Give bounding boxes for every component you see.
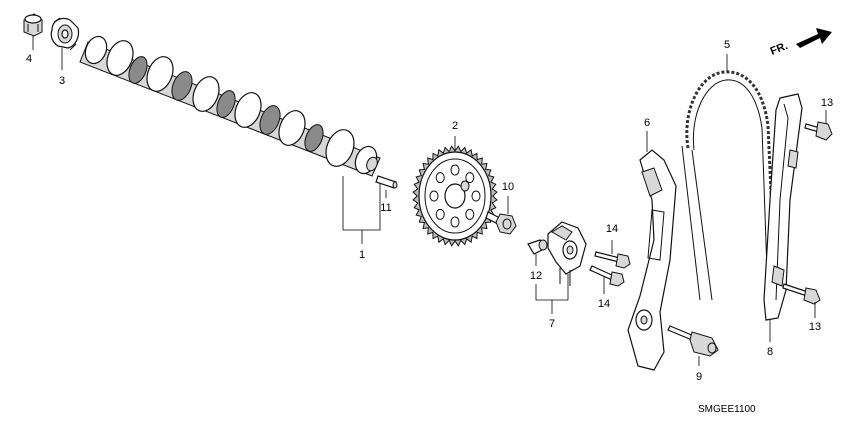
callout-7: 7: [549, 318, 555, 330]
callout-9: 9: [696, 371, 702, 383]
callout-2: 2: [452, 120, 458, 132]
callout-8: 8: [767, 346, 773, 358]
nut-part[interactable]: [23, 13, 43, 37]
callout-1: 1: [359, 249, 365, 261]
sprocket-part[interactable]: [412, 145, 498, 247]
sprocket-hole: [429, 190, 439, 202]
callout-14a: 14: [606, 223, 618, 235]
callout-13a: 13: [821, 97, 833, 109]
sprocket-hole: [450, 216, 460, 228]
callout-4: 4: [26, 53, 32, 65]
dowel-pin-part[interactable]: [375, 175, 398, 189]
front-direction-indicator: FR.: [769, 28, 832, 58]
front-arrow-icon: [796, 28, 832, 48]
callout-13b: 13: [809, 321, 821, 333]
guide-bolt-lower[interactable]: [782, 283, 821, 305]
sprocket-hole: [450, 164, 460, 176]
diagram-code: SMGEE1100: [698, 404, 756, 415]
sprocket-hole: [435, 172, 445, 184]
chain-guide-part[interactable]: [763, 93, 803, 321]
leader-1: [342, 176, 381, 244]
bolt-part[interactable]: [485, 211, 517, 235]
front-label: FR.: [769, 40, 790, 58]
sprocket-hole: [465, 208, 475, 220]
tensioner-bolt-lower[interactable]: [589, 265, 625, 287]
sprocket-hole: [435, 208, 445, 220]
leader-7: [535, 274, 569, 314]
tensioner-bolt-upper[interactable]: [594, 251, 631, 269]
cam-chain-part[interactable]: [681, 70, 778, 301]
callout-11: 11: [380, 202, 391, 214]
callout-3: 3: [59, 75, 65, 87]
sprocket-hole: [471, 190, 481, 202]
callout-12: 12: [530, 270, 542, 282]
pulse-plate-part[interactable]: [50, 17, 80, 51]
callout-14b: 14: [598, 298, 610, 310]
callout-6: 6: [644, 117, 650, 129]
callout-10: 10: [502, 181, 514, 193]
guide-bolt-upper[interactable]: [804, 121, 833, 141]
pivot-bolt-part[interactable]: [667, 325, 719, 357]
sprocket-hole: [465, 172, 475, 184]
tensioner-arm-part[interactable]: [627, 149, 677, 371]
callout-5: 5: [724, 39, 730, 51]
chain-tensioner-part[interactable]: [547, 221, 587, 286]
camshaft-part[interactable]: [79, 33, 381, 177]
guide-bolt-part[interactable]: [527, 239, 548, 255]
